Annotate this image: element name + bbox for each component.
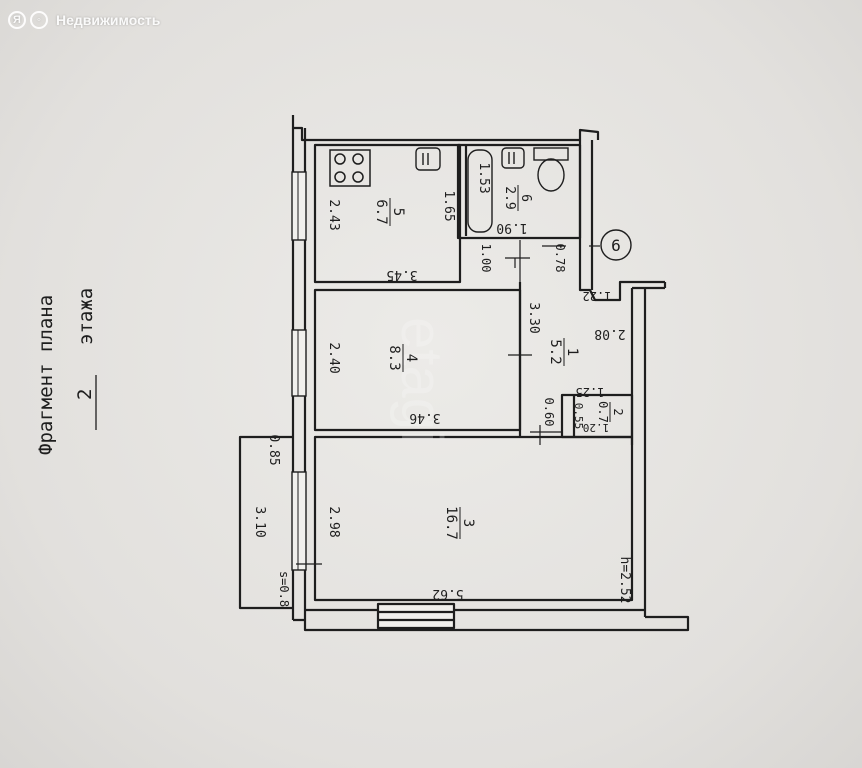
plan-title: Фрагмент плана 2 этажа: [35, 288, 97, 455]
room-5-number: 5: [390, 208, 406, 216]
room-2-label: 2 0.7: [596, 401, 625, 423]
dim-kitchen-height: 2.43: [326, 199, 341, 230]
logo-letter: Я: [8, 11, 26, 29]
dim-closet-side: 1.20: [583, 421, 610, 434]
door-ticks: [296, 240, 566, 565]
dim-kitchen-width: 3.45: [386, 267, 417, 282]
dim-kitchen-depth: 1.65: [441, 190, 456, 221]
room-6-label: 6 2.9: [502, 185, 533, 211]
axis-marker-label: 6: [611, 236, 621, 255]
dim-closet-depth: 0.55: [572, 403, 585, 430]
dim-room4-width: 3.46: [409, 410, 440, 425]
watermark-text: Недвижимость: [56, 12, 161, 28]
room-5-area: 6.7: [373, 199, 389, 224]
dim-room3-width: 5.62: [432, 586, 463, 601]
dim-room3-height: 2.98: [326, 506, 341, 537]
room-4-label: 4 8.3: [386, 344, 419, 372]
dim-room4-height: 2.40: [326, 342, 341, 373]
logo-mark-icon: ◦: [30, 11, 48, 29]
room-1-label: 1 5.2: [547, 338, 580, 366]
room-labels: 5 6.7 6 2.9 4 8.3 1 5.2 2 0.7 3 16.7: [373, 185, 625, 540]
title-line1: Фрагмент плана: [35, 295, 57, 455]
room-3-area: 16.7: [443, 506, 459, 540]
axis-marker: 6: [589, 229, 632, 261]
washbasin-icon: [501, 147, 525, 169]
room-3-number: 3: [460, 519, 476, 527]
room-3-label: 3 16.7: [443, 506, 476, 540]
dim-corridor-length: 2.08: [594, 326, 625, 341]
dim-room4-right: 3.30: [526, 302, 541, 333]
stove-icon: [329, 149, 371, 187]
room-1-number: 1: [564, 348, 580, 356]
dim-bath-height: 1.53: [476, 162, 491, 193]
dim-door-b: 0.78: [553, 244, 567, 273]
dimension-labels: 2.43 1.65 3.45 1.53 1.90 1.00 0.78 1.22 …: [252, 162, 632, 607]
dim-ceiling-height: h=2.52: [617, 557, 632, 604]
room-1-area: 5.2: [547, 339, 563, 364]
room-4-number: 4: [403, 354, 419, 362]
dim-closet-width: 1.25: [576, 385, 605, 399]
dim-balcony-depth: 0.85: [266, 434, 281, 465]
room-2-number: 2: [611, 408, 625, 415]
room-6-number: 6: [518, 194, 533, 202]
dim-balcony-area: s=0.8: [277, 571, 291, 607]
dim-door-a: 1.00: [479, 244, 493, 273]
bathtub-icon: [467, 149, 493, 233]
site-watermark: Я ◦ Недвижимость: [8, 8, 160, 32]
title-floor-number: 2: [74, 389, 96, 400]
room-5-label: 5 6.7: [373, 198, 406, 226]
toilet-icon: [533, 147, 569, 192]
etagi-watermark: etagi: [389, 317, 454, 443]
title-line2: этажа: [75, 288, 97, 345]
dim-balcony-length: 3.10: [252, 506, 267, 537]
room-6-area: 2.9: [502, 186, 517, 209]
window-openings: [291, 171, 307, 571]
dim-bath-width: 1.90: [496, 220, 527, 235]
wall-outline: [238, 115, 690, 632]
room-2-area: 0.7: [596, 401, 610, 423]
dim-closet-door: 0.60: [542, 398, 556, 427]
room-4-area: 8.3: [386, 345, 402, 370]
sink-icon: [415, 147, 441, 171]
dim-corridor-width: 1.22: [583, 289, 612, 303]
